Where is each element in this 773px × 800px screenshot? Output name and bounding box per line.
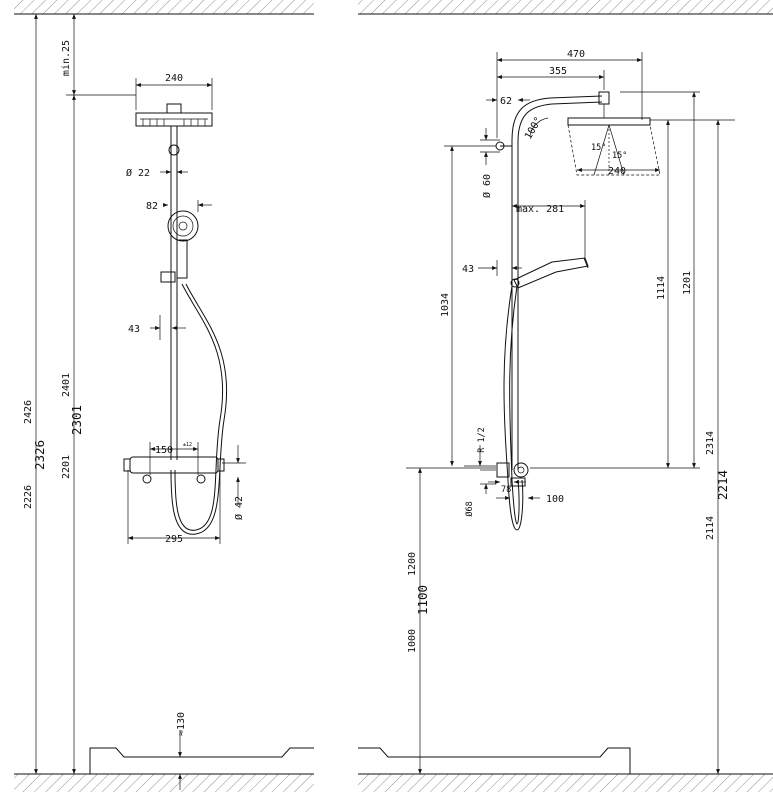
front-dim-295: 295 (165, 534, 183, 545)
side-arm (511, 95, 603, 470)
side-dim-1114: 1114 (656, 276, 667, 300)
side-dim-2114: 2114 (705, 516, 716, 540)
side-view: 470 355 62 100° 15° 15° 240 Ø 60 max. 28… (358, 0, 773, 792)
side-dim-2214: 2214 (715, 470, 730, 500)
side-dim-thread: R 1/2 (477, 427, 487, 453)
side-dim-1100: 1100 (415, 585, 430, 615)
side-dim-dia68: Ø68 (464, 501, 475, 516)
front-shower-tray (89, 747, 314, 774)
front-floor (14, 774, 314, 792)
side-dim-1201: 1201 (682, 271, 693, 295)
side-shower-tray (358, 747, 631, 774)
front-dim-dia22: Ø 22 (126, 167, 150, 179)
side-dim-100: 100 (546, 494, 564, 505)
side-dim-470: 470 (567, 49, 585, 60)
front-dim-43: 43 (128, 324, 140, 335)
side-dim-2314: 2314 (705, 431, 716, 455)
front-dim-min25: min.25 (61, 40, 72, 76)
side-dim-1034: 1034 (440, 293, 451, 317)
front-hand-shower (167, 210, 199, 242)
side-dim-78: 78 (501, 485, 511, 495)
side-dim-240: 240 (608, 166, 626, 177)
side-dim-max281: max. 281 (516, 204, 564, 215)
side-ceiling (358, 0, 773, 14)
side-dim-62: 62 (500, 96, 512, 107)
side-head-shower (567, 117, 651, 126)
side-dim-1200: 1200 (407, 552, 418, 576)
front-view: 240 min.25 Ø 22 82 43 150 ±12 Ø 42 (14, 0, 314, 792)
front-dim-2401: 2401 (61, 373, 72, 397)
front-dim-150: 150 (155, 445, 173, 456)
side-dim-angle-100: 100° (523, 115, 545, 141)
side-hose (503, 285, 524, 531)
front-dim-2301: 2301 (69, 405, 84, 435)
front-dim-2226: 2226 (23, 485, 34, 509)
front-dim-2326: 2326 (32, 440, 47, 470)
side-dim-angle-15b: 15° (612, 151, 627, 161)
front-dim-240: 240 (165, 73, 183, 84)
side-dim-43: 43 (462, 264, 474, 275)
side-dim-1000: 1000 (407, 629, 418, 653)
front-dim-150-tolerance: ±12 (183, 442, 192, 448)
front-dim-dia42: Ø 42 (233, 496, 245, 520)
front-dim-2426: 2426 (23, 400, 34, 424)
side-dim-dia60: Ø 60 (481, 174, 493, 198)
front-dim-82: 82 (146, 201, 158, 212)
side-hand-shower (513, 257, 589, 289)
side-floor (358, 774, 773, 792)
front-thermostat (129, 456, 219, 474)
side-dim-angle-15a: 15° (591, 143, 606, 153)
front-hose (174, 283, 224, 531)
side-mixer (496, 462, 510, 478)
front-dim-floor-gap: ≈130 (176, 712, 187, 736)
side-dim-355: 355 (549, 66, 567, 77)
front-head-shower (135, 112, 213, 127)
front-ceiling (14, 0, 314, 14)
front-dim-2201: 2201 (61, 455, 72, 479)
